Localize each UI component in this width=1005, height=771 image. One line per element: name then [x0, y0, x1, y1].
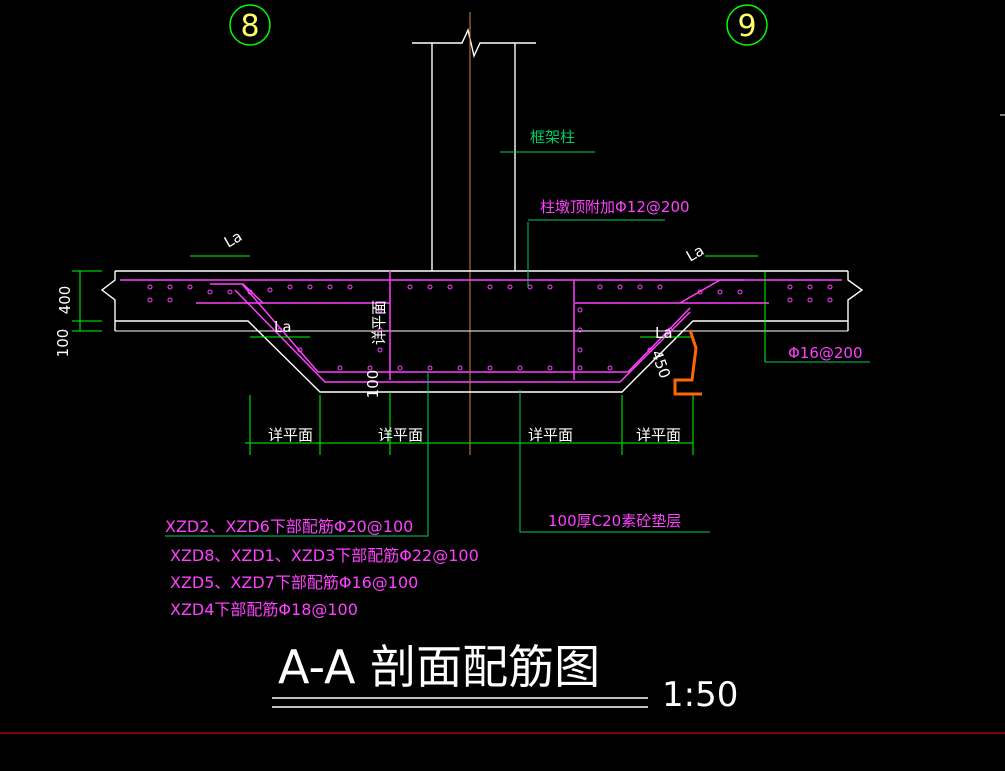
- anchor-label-top-right: La: [683, 241, 707, 265]
- axis-label-8: 8: [240, 9, 259, 44]
- frame-column: [412, 27, 536, 271]
- axis-bubble-9: 9: [726, 4, 768, 46]
- axis-label-9: 9: [737, 9, 756, 44]
- see-plan-vertical: 详平面: [370, 300, 388, 345]
- dim-400: 400: [56, 286, 74, 315]
- rebar-lines: [120, 270, 842, 383]
- see-plan-1: 详平面: [268, 426, 313, 444]
- cushion-label: 100厚C20素砼垫层: [548, 512, 681, 530]
- dim-100-mid: 100: [364, 370, 382, 399]
- rebar-dots: [147, 284, 833, 371]
- see-plan-2: 详平面: [378, 426, 423, 444]
- see-plan-4: 详平面: [636, 426, 681, 444]
- drawing-scale: 1:50: [662, 675, 738, 715]
- orange-markup: [673, 329, 702, 396]
- anchor-label-top-left: La: [221, 227, 245, 251]
- note-1: XZD2、XZD6下部配筋Φ20@100: [165, 517, 413, 536]
- note-4: XZD4下部配筋Φ18@100: [170, 600, 358, 619]
- axis-bubble-8: 8: [229, 4, 271, 46]
- dim-450: 450: [647, 348, 674, 381]
- top-rebar-label: Φ16@200: [788, 344, 863, 362]
- anchor-label-left: La: [274, 318, 292, 336]
- note-3: XZD5、XZD7下部配筋Φ16@100: [170, 573, 418, 592]
- note-2: XZD8、XZD1、XZD3下部配筋Φ22@100: [170, 546, 479, 565]
- column-top-rebar-label: 柱墩顶附加Φ12@200: [540, 198, 690, 216]
- column-label: 框架柱: [530, 128, 575, 146]
- drawing-title: A-A 剖面配筋图: [278, 640, 600, 694]
- leader-lines: [165, 151, 870, 537]
- slab-outline: [100, 270, 864, 393]
- anchor-label-right: La: [655, 324, 673, 342]
- see-plan-3: 详平面: [528, 426, 573, 444]
- dim-100-left: 100: [54, 329, 72, 358]
